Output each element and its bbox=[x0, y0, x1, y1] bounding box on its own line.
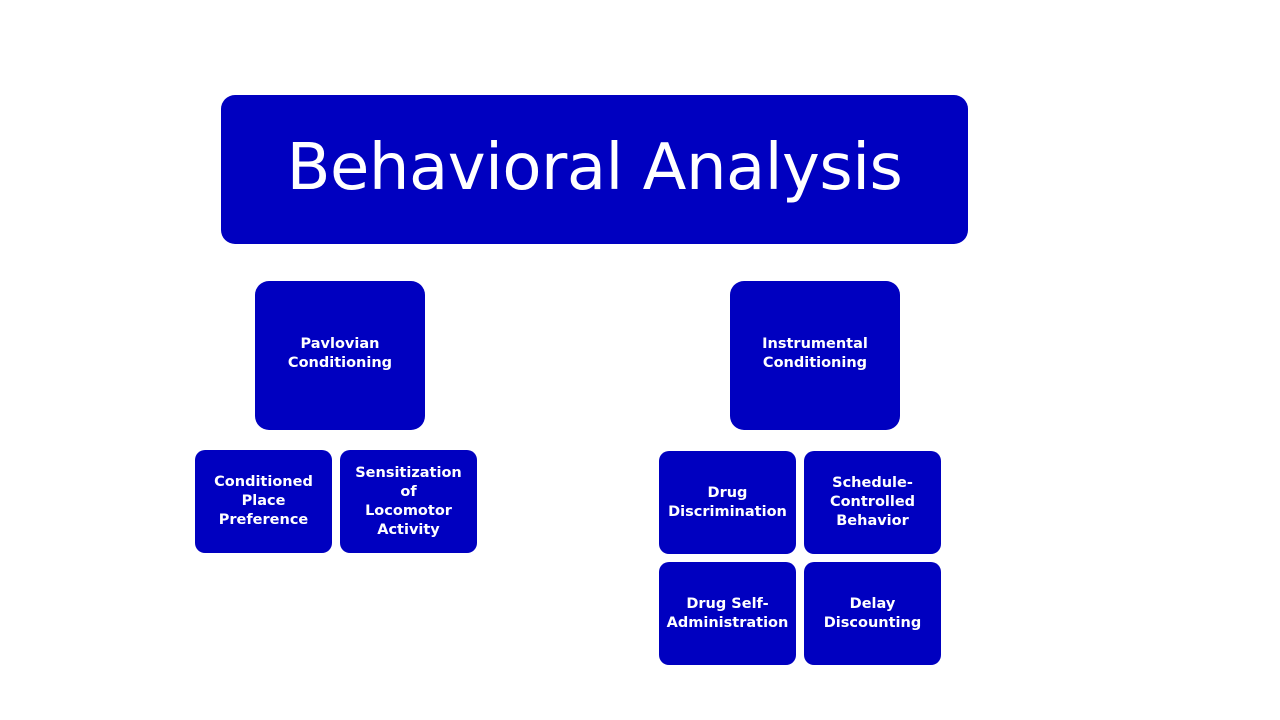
leaf-drug-discrimination: Drug Discrimination bbox=[659, 451, 796, 554]
leaf-label: Sensitization of Locomotor Activity bbox=[355, 464, 462, 538]
leaf-delay-discounting: Delay Discounting bbox=[804, 562, 941, 665]
leaf-label: Drug Self- Administration bbox=[666, 595, 789, 631]
leaf-drug-self-administration: Drug Self- Administration bbox=[659, 562, 796, 665]
leaf-label: Schedule- Controlled Behavior bbox=[829, 475, 916, 529]
leaf-label: Drug Discrimination bbox=[668, 484, 787, 520]
leaf-label: Delay Discounting bbox=[823, 595, 922, 631]
node-label: Instrumental Conditioning bbox=[762, 336, 868, 371]
leaf-schedule-controlled-behavior: Schedule- Controlled Behavior bbox=[804, 451, 941, 554]
leaf-conditioned-place-preference: Conditioned Place Preference bbox=[195, 450, 332, 553]
node-pavlovian-conditioning: Pavlovian Conditioning bbox=[255, 281, 425, 430]
leaf-sensitization-locomotor-activity: Sensitization of Locomotor Activity bbox=[340, 450, 477, 553]
root-node-label: Behavioral Analysis bbox=[286, 130, 903, 205]
root-node-behavioral-analysis: Behavioral Analysis bbox=[221, 95, 968, 244]
node-instrumental-conditioning: Instrumental Conditioning bbox=[730, 281, 900, 430]
node-label: Pavlovian Conditioning bbox=[287, 336, 393, 371]
leaf-label: Conditioned Place Preference bbox=[214, 474, 313, 528]
